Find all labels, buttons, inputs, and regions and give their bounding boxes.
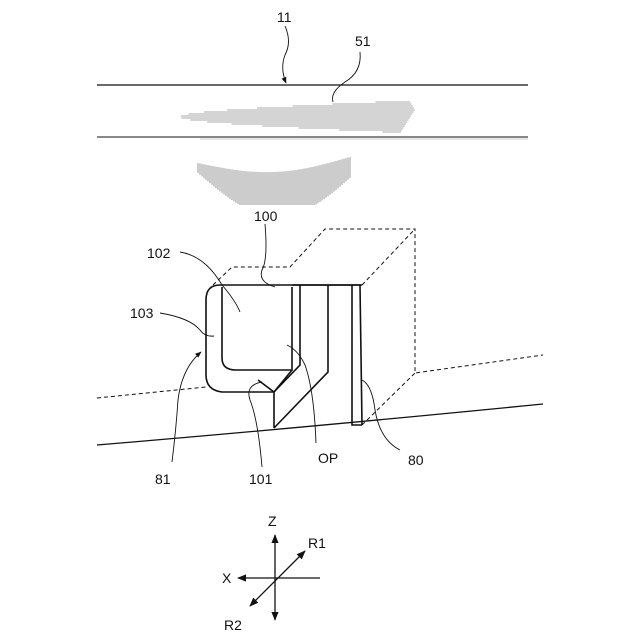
axis-label-r2: R2 [224,617,242,633]
ref-label-102: 102 [147,245,171,261]
axis-label-r1: R1 [308,535,326,551]
leader-81 [172,352,201,462]
lower-hatching [198,157,350,205]
leader-102 [180,252,240,312]
leader-51 [333,52,361,102]
leader-101 [249,382,262,467]
dashed-left-curve [97,387,206,398]
axis-label-x: X [222,570,232,586]
coordinate-axes: Z R1 X R2 [222,513,326,633]
ref-label-103: 103 [130,305,154,321]
seal-inner-pocket [222,287,292,370]
ref-label-101: 101 [249,471,273,487]
ref-label-op: OP [318,450,338,466]
base-surface-curve [97,404,543,445]
ref-label-51: 51 [355,33,371,49]
leader-100 [261,224,275,287]
plate-hatching [181,102,415,132]
ref-label-81: 81 [155,471,171,487]
seal-lip-op [274,285,328,428]
ref-label-11: 11 [277,9,292,25]
ref-label-80: 80 [408,452,424,468]
leader-11 [283,26,289,83]
ref-label-100: 100 [254,208,278,224]
leader-80 [362,380,400,450]
dashed-edge-diagonal [362,229,415,285]
seal-outer-outline [206,285,362,425]
dashed-background-outline [213,229,543,373]
axis-label-z: Z [268,513,277,529]
